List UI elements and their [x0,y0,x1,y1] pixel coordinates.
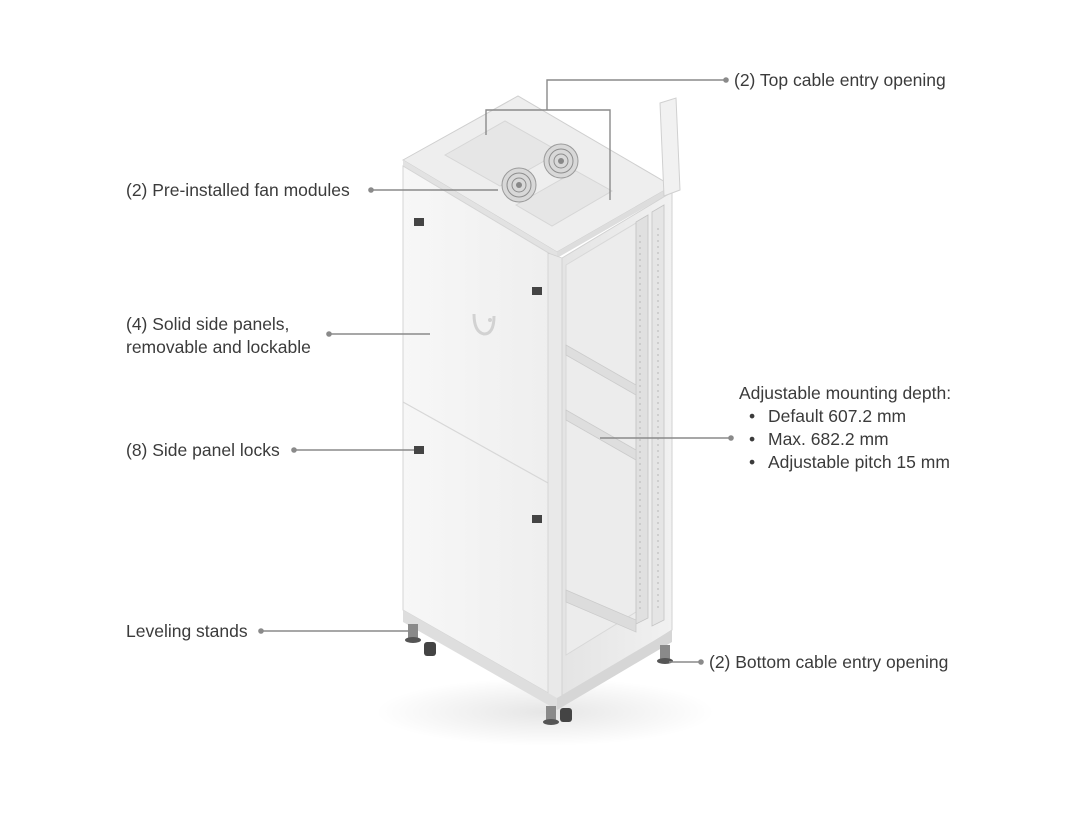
top-cable-plate-2 [514,170,614,227]
fan-icon [543,143,579,179]
callout-bottom-cable-entry: (2) Bottom cable entry opening [709,652,949,672]
lock-icon [414,446,424,454]
lock-icon [532,287,542,295]
caster-wheel-icon [424,642,572,722]
callout-fan-modules: (2) Pre-installed fan modules [126,180,350,200]
left-side-panel [402,165,558,699]
mounting-depth-title: Adjustable mounting depth: [739,383,952,403]
callout-side-panel-locks: (8) Side panel locks [126,440,280,460]
base-right [557,630,672,710]
rack-holes [639,228,659,612]
bottom-frame [565,589,637,633]
base-front [403,610,557,710]
leader-dots [258,77,734,665]
list-item: Default 607.2 mm [749,405,951,428]
mounting-rail [635,214,649,625]
leader-top-cable [546,79,726,110]
callout-top-cable-entry: (2) Top cable entry opening [734,70,946,90]
lock-icon [414,218,424,226]
callout-side-panels-line2: removable and lockable [126,337,311,357]
floor-shadow [375,678,715,746]
leveling-foot-icon [543,706,559,725]
callout-mounting-depth: Adjustable mounting depth: Default 607.2… [739,382,951,474]
mounting-depth-list: Default 607.2 mm Max. 682.2 mm Adjustabl… [739,405,951,474]
depth-bracket [565,344,637,396]
list-item: Max. 682.2 mm [749,428,951,451]
top-right-lip [557,186,672,258]
leader-lines [261,79,731,663]
ubiquiti-logo-icon [472,313,496,336]
front-corner-post [547,252,563,701]
leader-top-cable-bracket [485,109,611,200]
leveling-foot-icon [405,624,421,643]
lock-icon [532,515,542,523]
panel-seam [402,401,558,489]
fan-icon [501,167,537,203]
depth-bracket [565,409,637,461]
callout-side-panels-line1: (4) Solid side panels, [126,314,290,334]
top-front-lip [403,160,557,258]
list-item: Adjustable pitch 15 mm [749,451,951,474]
front-door [659,97,681,197]
callout-leveling-stands: Leveling stands [126,621,248,641]
